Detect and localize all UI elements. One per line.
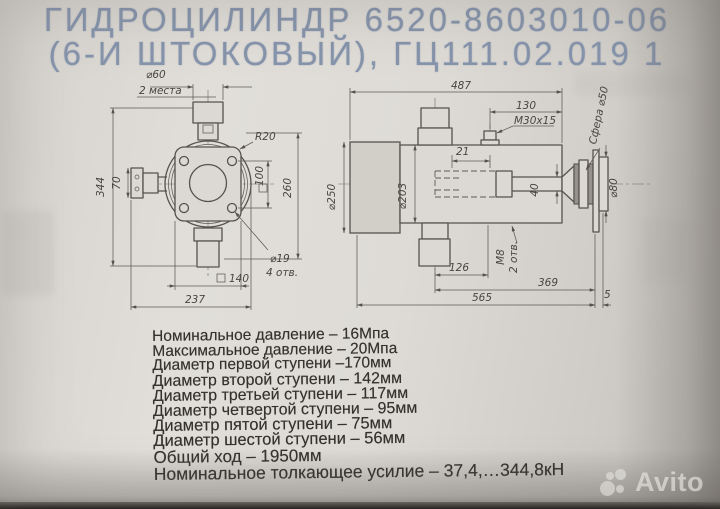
bolt-hole xyxy=(178,155,190,167)
specs-list: Номинальное давление – 16Мпа Максимально… xyxy=(152,325,565,484)
dim-21: 21 xyxy=(456,146,469,158)
dim-4otv: 4 отв. xyxy=(266,267,298,279)
document-title: ГИДРОЦИЛИНДР 6520-8603010-06 (6-И ШТОКОВ… xyxy=(0,3,714,71)
photo-dark-edge xyxy=(0,502,720,509)
dim-126: 126 xyxy=(449,262,469,274)
dim-d80: ⌀80 xyxy=(608,178,620,198)
rod-end xyxy=(561,149,609,233)
avito-brand-text: Avito xyxy=(635,467,704,497)
dim-40: 40 xyxy=(529,183,541,197)
dim-487: 487 xyxy=(451,80,471,92)
dim-sq140: 140 xyxy=(229,273,249,285)
avito-watermark: Avito xyxy=(600,467,704,498)
dim-5: 5 xyxy=(604,289,611,301)
bottom-port xyxy=(193,227,223,268)
bleed-through-ghost xyxy=(2,72,696,296)
title-line-1: ГИДРОЦИЛИНДР 6520-8603010-06 xyxy=(43,1,671,38)
dim-places: 2 места xyxy=(139,85,182,97)
spec-pushing-force: Номинальное толкающее усилие – 37,4,…344… xyxy=(153,458,565,484)
barrel-top-port xyxy=(417,107,453,146)
side-view: 487 130 М30х15 21 ⌀250 ⌀203 40 Сфера ⌀50… xyxy=(326,80,652,308)
cylinder-cap xyxy=(349,141,401,234)
title-line-2: (6-И ШТОКОВЫЙ), ГЦ111.02.019 1 xyxy=(48,35,666,72)
cylinder-barrel xyxy=(399,144,563,224)
dim-d203: ⌀203 xyxy=(397,183,409,209)
dim-m8-holes: 2 отв. xyxy=(508,241,520,273)
dim-d19: ⌀19 xyxy=(270,253,290,265)
dim-70: 70 xyxy=(111,176,123,190)
dim-260: 260 xyxy=(282,178,294,198)
dim-d250: ⌀250 xyxy=(326,184,338,211)
hidden-internals xyxy=(434,170,562,198)
barrel-bottom-port xyxy=(418,222,451,267)
front-view: ⌀60 2 места 344 70 100 260 R20 ⌀19 4 отв… xyxy=(95,69,302,310)
dim-565: 565 xyxy=(472,292,492,304)
avito-logo-icon xyxy=(600,468,628,497)
center-bore xyxy=(188,163,228,203)
bolt-hole xyxy=(178,202,190,214)
top-port xyxy=(192,101,224,141)
dim-m8: М8 xyxy=(495,249,507,265)
flange-square xyxy=(174,146,242,222)
dim-130: 130 xyxy=(516,100,536,112)
dim-344: 344 xyxy=(95,177,107,197)
technical-drawing: ⌀60 2 места 344 70 100 260 R20 ⌀19 4 отв… xyxy=(2,69,696,310)
dim-369: 369 xyxy=(538,277,558,289)
bolt-hole xyxy=(226,202,238,214)
dim-d60: ⌀60 xyxy=(146,69,166,81)
dim-sq100: 100 xyxy=(254,166,266,186)
dim-r20: R20 xyxy=(255,131,276,143)
side-fitting xyxy=(130,167,167,199)
bolt-hole xyxy=(226,155,238,167)
m30-port xyxy=(480,130,500,146)
dim-237: 237 xyxy=(185,294,205,306)
dim-m30x15: М30х15 xyxy=(514,115,556,127)
